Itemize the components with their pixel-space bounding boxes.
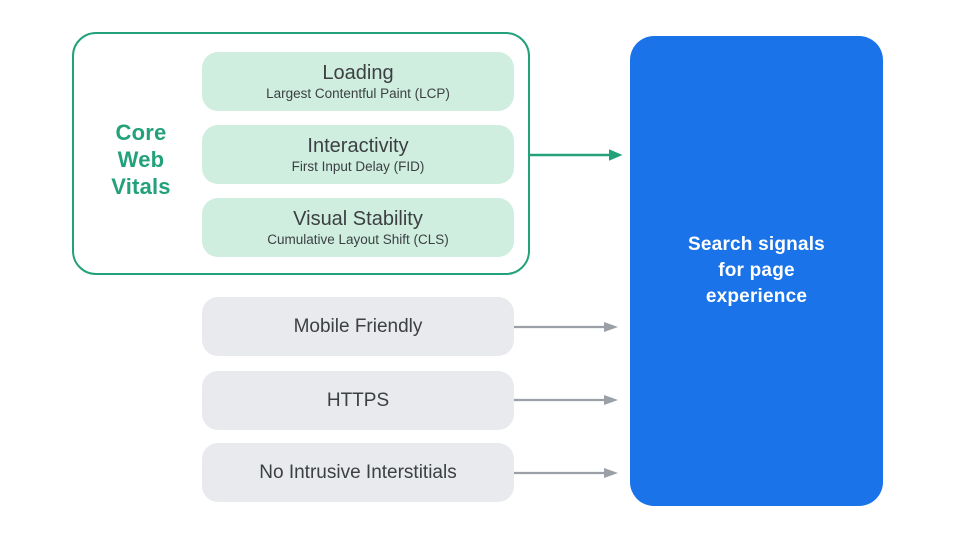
loading-subtitle: Largest Contentful Paint (LCP): [266, 85, 450, 101]
visual-stability-subtitle: Cumulative Layout Shift (CLS): [267, 231, 449, 247]
loading-box: Loading Largest Contentful Paint (LCP): [202, 52, 514, 111]
mobile-friendly-box: Mobile Friendly: [202, 297, 514, 356]
interactivity-box: Interactivity First Input Delay (FID): [202, 125, 514, 184]
https-box: HTTPS: [202, 371, 514, 430]
mobile-friendly-label: Mobile Friendly: [293, 315, 423, 337]
https-label: HTTPS: [326, 389, 390, 411]
no-intrusive-interstitials-arrow-icon: [514, 468, 618, 478]
interactivity-title: Interactivity: [307, 134, 409, 157]
search-signals-label: Search signals for page experience: [688, 234, 825, 307]
visual-stability-title: Visual Stability: [293, 207, 423, 230]
mobile-friendly-arrow-icon: [514, 322, 618, 332]
loading-title: Loading: [322, 61, 394, 84]
visual-stability-box: Visual Stability Cumulative Layout Shift…: [202, 198, 514, 257]
core-web-vitals-arrow-icon: [529, 149, 623, 161]
no-intrusive-interstitials-label: No Intrusive Interstitials: [259, 461, 457, 483]
core-web-vitals-label: Core Web Vitals: [111, 120, 171, 199]
https-arrow-icon: [514, 395, 618, 405]
search-signals-box: Search signals for page experience: [630, 36, 883, 506]
interactivity-subtitle: First Input Delay (FID): [291, 158, 425, 174]
no-intrusive-interstitials-box: No Intrusive Interstitials: [202, 443, 514, 502]
